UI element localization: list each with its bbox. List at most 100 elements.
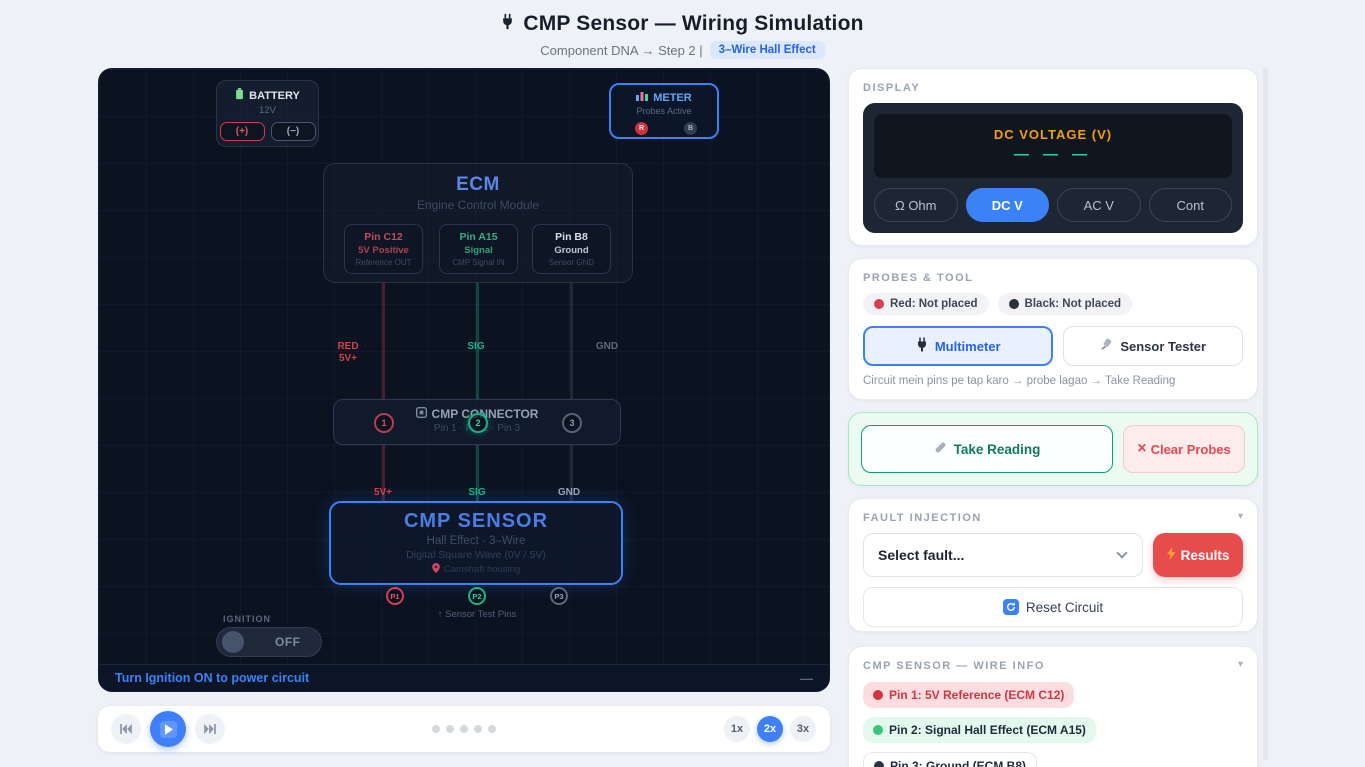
sensor-tester-label: Sensor Tester — [1120, 338, 1207, 354]
black-dot-icon — [874, 761, 884, 767]
ignition-toggle[interactable]: OFF — [216, 627, 322, 657]
step-dot[interactable] — [474, 725, 482, 733]
ecm-pin-a15[interactable]: Pin A15 Signal CMP Signal IN — [439, 224, 518, 274]
probe-hint-text: Circuit mein pins pe tap karo → probe la… — [863, 375, 1176, 387]
battery-negative-terminal[interactable]: (−) — [270, 122, 316, 141]
fault-injection-card: FAULT INJECTION ▾ Select fault... Result… — [848, 498, 1258, 632]
sensor-signal-type: Digital Square Wave (0V / 5V) — [406, 549, 546, 561]
step-dot[interactable] — [460, 725, 468, 733]
screen-mode-title: DC VOLTAGE (V) — [993, 127, 1113, 142]
clear-probes-label: Clear Probes — [1150, 441, 1231, 457]
wire-info-pin2-chip: Pin 2: Signal Hall Effect (ECM A15) — [863, 717, 1096, 743]
wire-signal-lower[interactable] — [476, 445, 479, 501]
step-dot[interactable] — [488, 725, 496, 733]
minimize-control[interactable]: — — [800, 670, 813, 686]
circuit-canvas[interactable]: BATTERY 12V (+) (−) METER Probes Active … — [98, 68, 830, 692]
sensor-test-pin-p1[interactable]: P1 — [386, 587, 404, 605]
results-button[interactable]: Results — [1153, 533, 1243, 577]
wire-info-pin3-chip: Pin 3: Ground (ECM B8) — [863, 752, 1037, 767]
display-section-label: DISPLAY — [863, 82, 921, 94]
speed-3x-button[interactable]: 3x — [790, 716, 816, 742]
reset-circuit-label: Reset Circuit — [1025, 599, 1104, 615]
probe-pen-icon — [934, 441, 947, 457]
wire-5v-upper[interactable] — [382, 283, 385, 399]
connector-pin-1[interactable]: 1 — [374, 413, 394, 433]
wire-label-gnd: GND — [595, 341, 619, 352]
battery-positive-terminal[interactable]: (+) — [219, 122, 265, 141]
mode-dcv-button[interactable]: DC V — [965, 188, 1049, 222]
pin-note: Reference OUT — [355, 258, 412, 267]
battery-label: BATTERY — [249, 89, 300, 102]
red-probe-status: Red: Not placed — [890, 298, 978, 310]
multimeter-icon — [916, 337, 928, 355]
pin-id: Pin A15 — [459, 231, 498, 243]
results-label: Results — [1180, 547, 1230, 563]
wire-ground-lower[interactable] — [570, 445, 573, 501]
sensor-tester-icon — [1100, 338, 1113, 354]
ecm-node: ECM Engine Control Module Pin C12 5V Pos… — [323, 163, 633, 283]
sensor-tester-tool-button[interactable]: Sensor Tester — [1063, 326, 1243, 366]
red-dot-icon — [873, 690, 883, 700]
ecm-pin-c12[interactable]: Pin C12 5V Positive Reference OUT — [344, 224, 423, 274]
pin-id: Pin C12 — [364, 231, 403, 243]
black-probe-handle[interactable]: B — [684, 122, 697, 135]
sensor-test-pin-p3[interactable]: P3 — [550, 587, 568, 605]
sensor-test-pin-p2[interactable]: P2 — [468, 587, 486, 605]
wire-label-red: RED 5V+ — [337, 341, 359, 364]
sensor-type-badge: 3–Wire Hall Effect — [709, 41, 825, 59]
step-dot[interactable] — [432, 725, 440, 733]
clear-probes-button[interactable]: × Clear Probes — [1123, 425, 1245, 473]
lightning-icon — [1166, 547, 1176, 563]
canvas-status-bar: Turn Ignition ON to power circuit — — [99, 664, 829, 691]
sensor-wire-label-sig: SIG — [468, 487, 486, 498]
step-dot[interactable] — [446, 725, 454, 733]
connector-pin-2[interactable]: 2 — [468, 413, 488, 433]
mode-acv-button[interactable]: AC V — [1057, 188, 1141, 222]
chevron-down-icon[interactable]: ▾ — [1237, 511, 1243, 522]
cmp-sensor-node[interactable]: CMP SENSOR Hall Effect · 3–Wire Digital … — [329, 501, 623, 585]
refresh-icon — [1002, 599, 1019, 615]
meter-node[interactable]: METER Probes Active R B — [609, 83, 719, 139]
play-button[interactable] — [150, 711, 186, 747]
speed-1x-button[interactable]: 1x — [724, 716, 750, 742]
multimeter-tool-button[interactable]: Multimeter — [863, 326, 1054, 366]
ignition-label: IGNITION — [223, 614, 271, 624]
black-probe-status: Black: Not placed — [1024, 298, 1122, 310]
skip-forward-icon — [204, 724, 216, 734]
mode-cont-button[interactable]: Cont — [1148, 188, 1232, 222]
connector-title: CMP CONNECTOR — [431, 407, 539, 421]
play-icon — [164, 723, 173, 735]
meter-icon — [636, 91, 649, 104]
reading-card: Take Reading × Clear Probes — [848, 412, 1258, 486]
ecm-pin-b8[interactable]: Pin B8 Ground Sensor GND — [532, 224, 611, 274]
pin-name: Signal — [464, 245, 493, 256]
wire-signal-upper[interactable] — [476, 283, 479, 399]
panel-scrollbar[interactable] — [1263, 68, 1268, 760]
pin-name: Ground — [554, 245, 589, 256]
reset-circuit-button[interactable]: Reset Circuit — [863, 587, 1243, 627]
take-reading-button[interactable]: Take Reading — [861, 425, 1113, 473]
display-card: DISPLAY DC VOLTAGE (V) — — — Ω Ohm DC V … — [848, 68, 1258, 246]
speed-2x-button[interactable]: 2x — [757, 716, 783, 742]
toggle-knob[interactable] — [222, 631, 244, 653]
mode-ohm-button[interactable]: Ω Ohm — [874, 188, 958, 222]
sensor-title: CMP SENSOR — [403, 510, 549, 532]
meter-status: Probes Active — [636, 106, 692, 116]
sensor-location: Camshaft housing — [443, 564, 521, 575]
fault-select[interactable]: Select fault... — [863, 533, 1143, 577]
connector-pin-3[interactable]: 3 — [562, 413, 582, 433]
black-probe-status-chip: Black: Not placed — [997, 293, 1133, 315]
pin-name: 5V Positive — [358, 245, 409, 256]
wire-5v-lower[interactable] — [382, 445, 385, 501]
pin-note: CMP Signal IN — [452, 258, 505, 267]
playback-bar: 1x 2x 3x — [98, 706, 830, 752]
battery-node[interactable]: BATTERY 12V (+) (−) — [216, 80, 319, 147]
sensor-wire-label-gnd: GND — [557, 487, 581, 498]
red-probe-handle[interactable]: R — [635, 122, 648, 135]
pin-id: Pin B8 — [555, 231, 588, 243]
map-pin-icon — [431, 563, 440, 576]
skip-forward-button[interactable] — [195, 714, 225, 744]
skip-back-button[interactable] — [111, 714, 141, 744]
wire-ground-upper[interactable] — [570, 283, 573, 399]
chevron-down-icon[interactable]: ▾ — [1237, 659, 1243, 670]
